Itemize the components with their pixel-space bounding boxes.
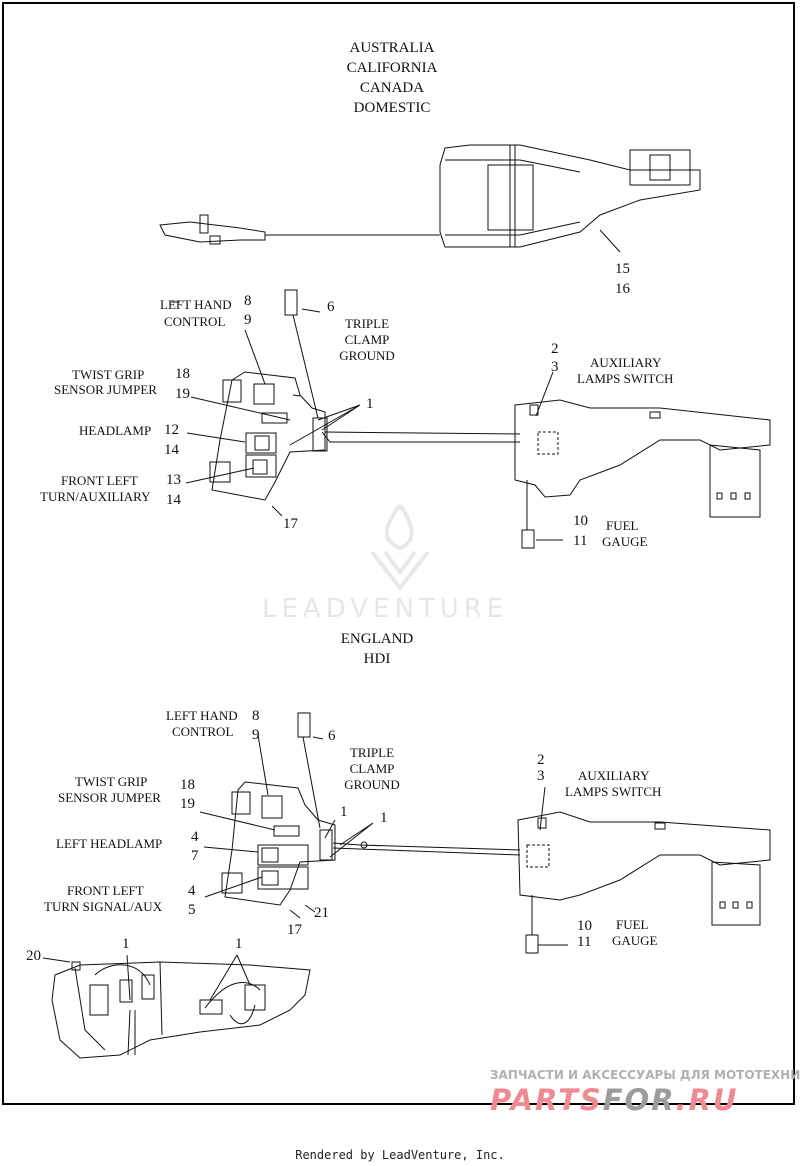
callout-13: 13 — [166, 472, 181, 488]
label-headlamp: HEADLAMP — [79, 423, 152, 438]
bottom-left-bracket — [199, 712, 521, 919]
region-heading-bottom: ENGLAND HDI — [341, 629, 414, 669]
wm-parts: PARTS — [490, 1083, 603, 1117]
label-auxiliary: AUXILIARY — [590, 355, 662, 370]
region-domestic: DOMESTIC — [353, 100, 431, 116]
callout-20: 20 — [26, 948, 41, 964]
callout-11: 11 — [573, 533, 588, 549]
top-left-bracket — [171, 289, 521, 517]
label-left-hand: LEFT HAND — [160, 297, 232, 312]
region-heading-top: AUSTRALIA CALIFORNIA CANADA DOMESTIC — [347, 38, 438, 118]
label-clamp: CLAMP — [349, 761, 395, 776]
footer-credit: Rendered by LeadVenture, Inc. — [295, 1148, 505, 1162]
label-left-hand: LEFT HAND — [166, 708, 238, 723]
label-turn-signal-aux: TURN SIGNAL/AUX — [44, 899, 163, 914]
region-canada: CANADA — [359, 80, 425, 96]
callout-8: 8 — [252, 708, 260, 724]
label-fuel: FUEL — [606, 518, 639, 533]
label-clamp: CLAMP — [344, 332, 390, 347]
label-front-left: FRONT LEFT — [67, 883, 144, 898]
label-twist-grip: TWIST GRIP — [75, 774, 148, 789]
callout-14: 14 — [164, 442, 179, 458]
region-california: CALIFORNIA — [346, 60, 438, 76]
region-hdi: HDI — [363, 651, 391, 667]
ru-tagline-watermark: ЗАПЧАСТИ И АКСЕССУАРЫ ДЛЯ МОТОТЕХНИКИ — [490, 1068, 800, 1082]
callout-18: 18 — [180, 777, 195, 793]
callout-10: 10 — [577, 918, 592, 934]
callout-10: 10 — [573, 513, 588, 529]
label-twist-grip: TWIST GRIP — [72, 367, 145, 382]
callout-5: 5 — [188, 902, 196, 918]
region-australia: AUSTRALIA — [349, 40, 435, 56]
top-harness-housing — [439, 144, 701, 253]
label-triple: TRIPLE — [349, 745, 395, 760]
callout-17: 17 — [283, 516, 298, 532]
top-left-connector — [159, 214, 266, 245]
callout-11: 11 — [577, 934, 592, 950]
wm-for: FOR — [602, 1083, 676, 1117]
callout-4: 4 — [191, 829, 199, 845]
callout-1: 1 — [366, 396, 374, 412]
wm-ru: .RU — [675, 1083, 739, 1117]
label-sensor-jumper: SENSOR JUMPER — [58, 790, 161, 805]
label-turn-auxiliary: TURN/AUXILIARY — [40, 489, 151, 504]
fairing-assembly — [42, 954, 311, 1059]
callout-18: 18 — [175, 366, 190, 382]
callout-19: 19 — [175, 386, 190, 402]
label-lamps-switch: LAMPS SWITCH — [565, 784, 662, 799]
label-fuel: FUEL — [616, 917, 649, 932]
callout-15: 15 — [615, 261, 630, 277]
leadventure-watermark: LEADVENTURE — [262, 594, 509, 624]
callout-7: 7 — [191, 848, 199, 864]
label-triple: TRIPLE — [344, 316, 390, 331]
callout-19: 19 — [180, 796, 195, 812]
top-right-harness — [514, 371, 771, 549]
callout-2: 2 — [537, 752, 545, 768]
callout-6: 6 — [327, 299, 335, 315]
label-left-headlamp: LEFT HEADLAMP — [56, 836, 163, 851]
callout-1: 1 — [122, 936, 130, 952]
callout-16: 16 — [615, 281, 630, 297]
label-lamps-switch: LAMPS SWITCH — [577, 371, 674, 386]
partsfor-watermark: PARTSFOR.RU — [490, 1084, 738, 1116]
bottom-right-harness — [517, 786, 771, 954]
callout-9: 9 — [252, 727, 260, 743]
callout-1: 1 — [380, 810, 388, 826]
callout-1: 1 — [235, 936, 243, 952]
label-gauge: GAUGE — [602, 534, 648, 549]
label-control: CONTROL — [172, 724, 234, 739]
label-auxiliary: AUXILIARY — [578, 768, 650, 783]
callout-21: 21 — [314, 905, 329, 921]
label-ground: GROUND — [339, 348, 395, 363]
callout-6: 6 — [328, 728, 336, 744]
callout-1: 1 — [340, 804, 348, 820]
callout-12: 12 — [164, 422, 179, 438]
callout-9: 9 — [244, 312, 252, 328]
label-gauge: GAUGE — [612, 933, 658, 948]
label-front-left: FRONT LEFT — [61, 473, 138, 488]
label-ground: GROUND — [344, 777, 400, 792]
callout-4: 4 — [188, 883, 196, 899]
callout-2: 2 — [551, 341, 559, 357]
callout-3: 3 — [537, 768, 545, 784]
label-sensor-jumper: SENSOR JUMPER — [54, 382, 157, 397]
region-england: ENGLAND — [340, 631, 414, 647]
callout-8: 8 — [244, 293, 252, 309]
label-control: CONTROL — [164, 314, 226, 329]
diagram-frame — [2, 2, 795, 1105]
callout-14: 14 — [166, 492, 181, 508]
callout-3: 3 — [551, 359, 559, 375]
leadventure-logo-watermark — [370, 503, 430, 592]
callout-17: 17 — [287, 922, 302, 938]
